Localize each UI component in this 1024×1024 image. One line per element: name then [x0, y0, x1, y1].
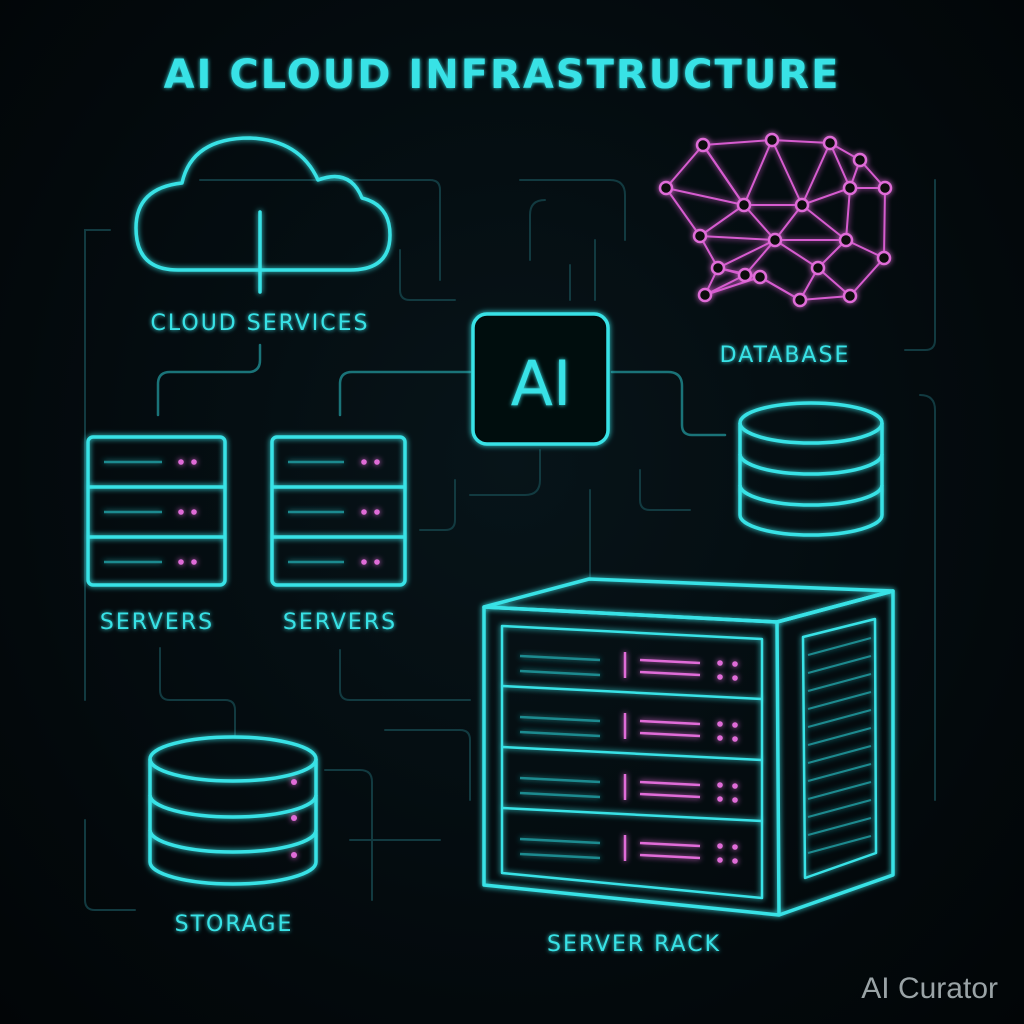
database-icon	[738, 401, 884, 537]
label-servers-right: SERVERS	[283, 610, 397, 635]
server-rack-icon	[482, 577, 895, 917]
ai-chip-icon	[471, 312, 610, 446]
label-server-rack: SERVER RACK	[547, 932, 721, 957]
network-icon	[658, 132, 893, 308]
page-title: AI CLOUD INFRASTRUCTURE	[164, 52, 841, 98]
connector-cloud-servers	[156, 343, 262, 417]
label-storage: STORAGE	[175, 912, 294, 937]
cloud-icon	[134, 136, 392, 294]
connector-ai-servers	[338, 370, 472, 417]
server-stack-icon-left	[86, 435, 227, 587]
ai-chip-label: AI	[511, 347, 572, 420]
connectors	[156, 343, 727, 437]
circuit-traces	[84, 179, 936, 911]
server-stack-icon-right	[270, 435, 407, 587]
label-cloud-services: CLOUD SERVICES	[151, 311, 370, 336]
label-servers-left: SERVERS	[100, 610, 214, 635]
connector-ai-database	[610, 370, 727, 437]
storage-icon	[148, 735, 318, 886]
label-database: DATABASE	[720, 343, 851, 368]
watermark: AI Curator	[861, 972, 998, 1005]
